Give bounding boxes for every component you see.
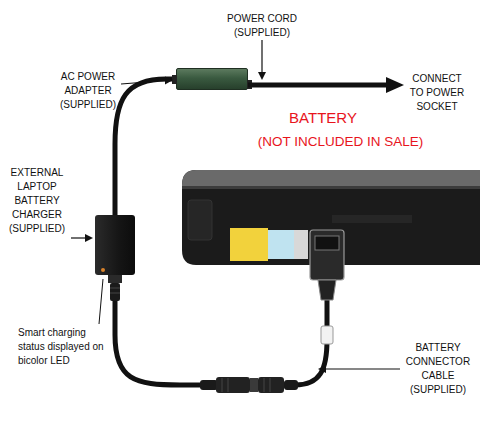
callout-label: EXTERNAL LAPTOP BATTERY CHARGER (SUPPLIE… bbox=[3, 166, 71, 236]
connector-ridge bbox=[222, 378, 223, 392]
battery-connector-plug bbox=[310, 230, 344, 280]
adapter-end-cap bbox=[247, 80, 252, 89]
cable-plug bbox=[108, 275, 122, 283]
connector-ridge bbox=[270, 378, 271, 392]
battery-sticker bbox=[268, 230, 294, 259]
bicolor-led bbox=[101, 268, 105, 272]
power-cord-arrow bbox=[386, 77, 404, 93]
plug-ridge bbox=[110, 288, 120, 289]
callout-label: CONNECT TO POWER SOCKET bbox=[405, 72, 469, 114]
barrel-connector bbox=[258, 377, 284, 393]
leader-line bbox=[71, 237, 86, 238]
battery-connector-plug bbox=[318, 280, 336, 300]
battery-heading: BATTERY bbox=[258, 109, 388, 127]
cable-tag bbox=[321, 326, 333, 344]
connector-ridge bbox=[264, 378, 265, 392]
leader-arrow bbox=[258, 72, 266, 80]
battery-illustration bbox=[182, 170, 480, 265]
callout-label: BATTERY CONNECTOR CABLE (SUPPLIED) bbox=[402, 341, 474, 397]
battery-connector-plug bbox=[315, 236, 339, 250]
callout-label: Smart charging status displayed on bicol… bbox=[18, 326, 110, 368]
plug-ridge bbox=[110, 293, 120, 294]
leader-line bbox=[261, 40, 262, 73]
barrel-connector bbox=[284, 380, 298, 390]
connector-ridge bbox=[228, 378, 229, 392]
leader-arrow bbox=[318, 365, 326, 373]
callout-label: AC POWER ADAPTER (SUPPLIED) bbox=[55, 70, 121, 112]
barrel-connector bbox=[250, 378, 258, 392]
cable-connector bbox=[115, 265, 327, 385]
power-adapter-box: AC POWER ADAPTER (SUPPLIED) bbox=[176, 68, 248, 90]
charger-box: EXTERNAL LAPTOP BATTERY CHARGER (SUPPLIE… bbox=[95, 215, 135, 275]
leader-arrow bbox=[85, 234, 93, 242]
battery-sticker bbox=[294, 230, 308, 259]
cable-plug bbox=[110, 283, 120, 301]
callout-label: POWER CORD (SUPPLIED) bbox=[222, 12, 302, 40]
leader-line bbox=[325, 368, 400, 369]
battery-pack: BATTERY(NOT INCLUDED IN SALE) bbox=[182, 170, 480, 265]
callout-label: (NOT INCLUDED IN SALE) bbox=[248, 133, 433, 150]
barrel-connector bbox=[216, 377, 250, 393]
battery-latch bbox=[188, 200, 212, 240]
leader-line bbox=[99, 279, 103, 324]
leader-line bbox=[121, 81, 166, 85]
battery-top-band bbox=[182, 170, 480, 186]
battery-sticker bbox=[230, 228, 268, 261]
adapter-end-cap bbox=[172, 75, 177, 84]
cable-connector bbox=[115, 79, 176, 215]
battery-ridge bbox=[332, 215, 412, 223]
barrel-connector bbox=[200, 380, 218, 390]
power-cord bbox=[248, 83, 388, 88]
battery-edge bbox=[182, 186, 480, 189]
